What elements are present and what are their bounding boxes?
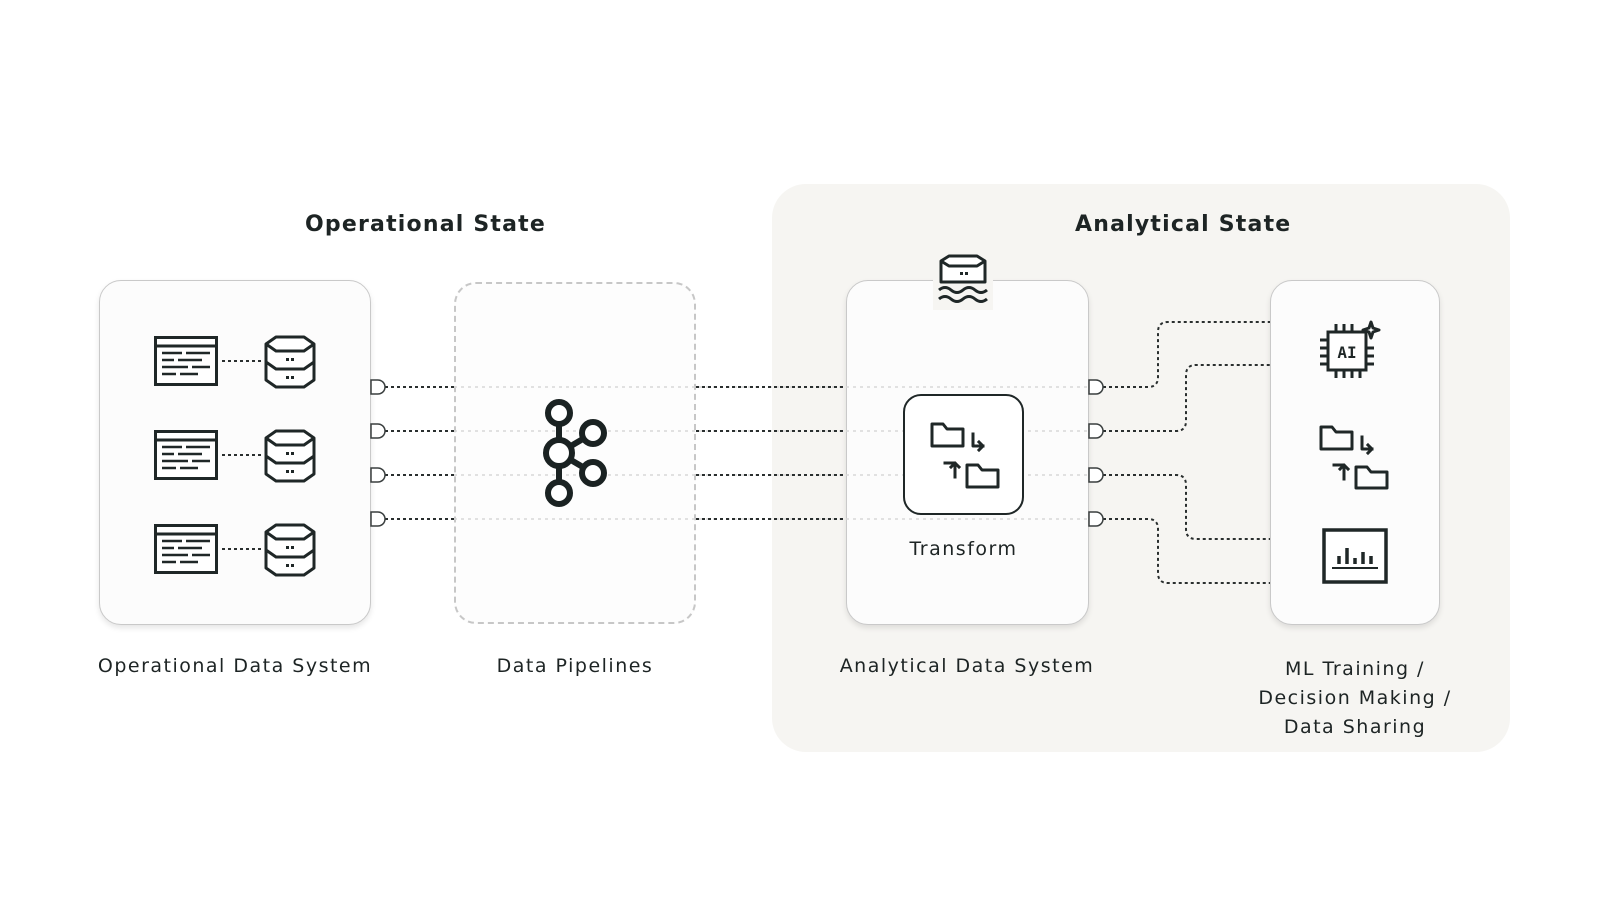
operational-state-heading: Operational State xyxy=(305,212,546,237)
kafka-icon xyxy=(543,399,607,507)
database-icon xyxy=(264,335,316,389)
folder-sync-icon xyxy=(1319,425,1389,490)
operational-data-system-caption: Operational Data System xyxy=(97,655,373,677)
consumers-caption-line: ML Training / xyxy=(1285,658,1425,680)
ai-chip-label: AI xyxy=(1337,343,1356,362)
consumers-caption-line: Decision Making / xyxy=(1258,687,1452,709)
analytical-state-heading: Analytical State xyxy=(1075,212,1292,237)
operational-data-system-card xyxy=(99,280,371,625)
bar-chart-dashboard-icon xyxy=(1322,528,1388,584)
database-icon xyxy=(264,523,316,577)
transform-node xyxy=(903,394,1024,515)
data-pipelines-caption: Data Pipelines xyxy=(496,655,654,677)
database-icon xyxy=(264,429,316,483)
transform-label: Transform xyxy=(909,538,1018,560)
ai-chip-icon: AI xyxy=(1320,320,1381,378)
table-icon xyxy=(154,524,218,574)
consumers-caption-line: Data Sharing xyxy=(1283,716,1427,738)
folder-sync-icon xyxy=(930,422,1000,489)
table-icon xyxy=(154,336,218,386)
consumers-caption: ML Training / Decision Making / Data Sha… xyxy=(1245,655,1465,742)
table-icon xyxy=(154,430,218,480)
data-lake-icon xyxy=(933,252,993,310)
analytical-data-system-caption: Analytical Data System xyxy=(839,655,1095,677)
